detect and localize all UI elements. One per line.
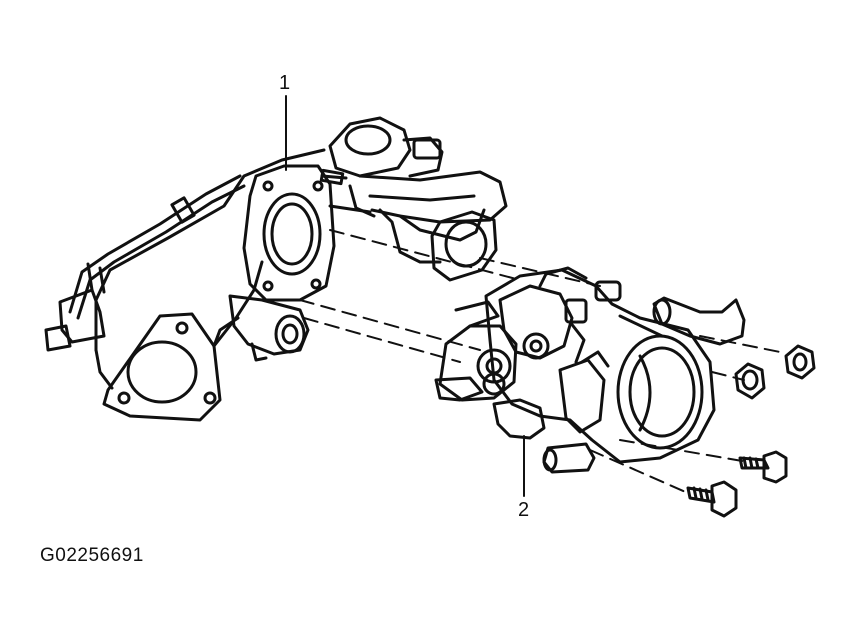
- callout-label: 1: [279, 72, 291, 94]
- bolt: [686, 480, 738, 518]
- nut: [734, 362, 766, 400]
- figure-identifier: G02256691: [40, 545, 144, 566]
- intake-manifold-assembly: [44, 116, 508, 422]
- fasteners: [686, 344, 816, 518]
- callout-label: 2: [518, 499, 530, 521]
- bolt: [738, 450, 788, 484]
- nut: [784, 344, 816, 380]
- alignment-lines: [299, 229, 781, 495]
- leader-lines: [285, 95, 525, 497]
- throttle-body-assembly: [434, 266, 746, 474]
